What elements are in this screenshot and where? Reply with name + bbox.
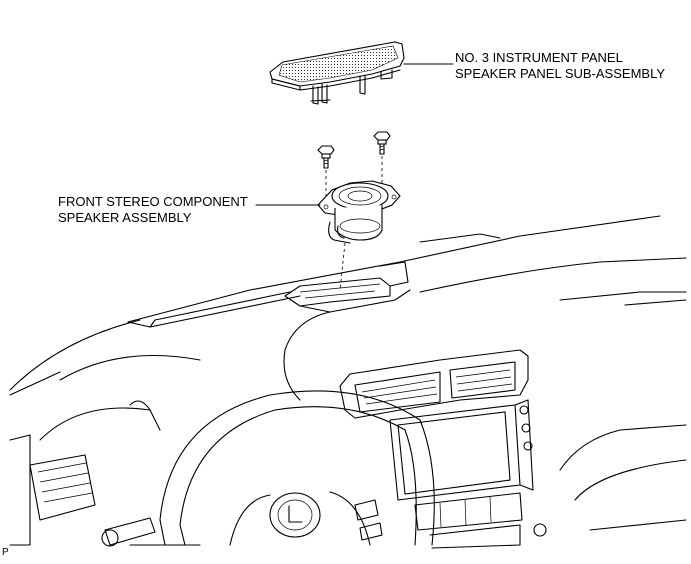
speaker-assembly-label: FRONT STEREO COMPONENT SPEAKER ASSEMBLY <box>58 194 248 226</box>
dashboard-outline <box>9 215 687 549</box>
speaker-label-line1: FRONT STEREO COMPONENT <box>58 194 248 209</box>
panel-label-line1: NO. 3 INSTRUMENT PANEL <box>455 50 623 65</box>
page-mark: P <box>2 547 9 558</box>
screw-left <box>317 145 335 204</box>
speaker-label-line2: SPEAKER ASSEMBLY <box>58 210 192 225</box>
speaker-panel-sub-assembly <box>269 41 405 105</box>
screw-right <box>373 131 391 196</box>
mount-guide-line <box>339 242 346 291</box>
panel-sub-assembly-label: NO. 3 INSTRUMENT PANEL SPEAKER PANEL SUB… <box>455 50 665 82</box>
panel-label-line2: SPEAKER PANEL SUB-ASSEMBLY <box>455 66 665 81</box>
front-stereo-speaker-assembly <box>317 180 401 244</box>
